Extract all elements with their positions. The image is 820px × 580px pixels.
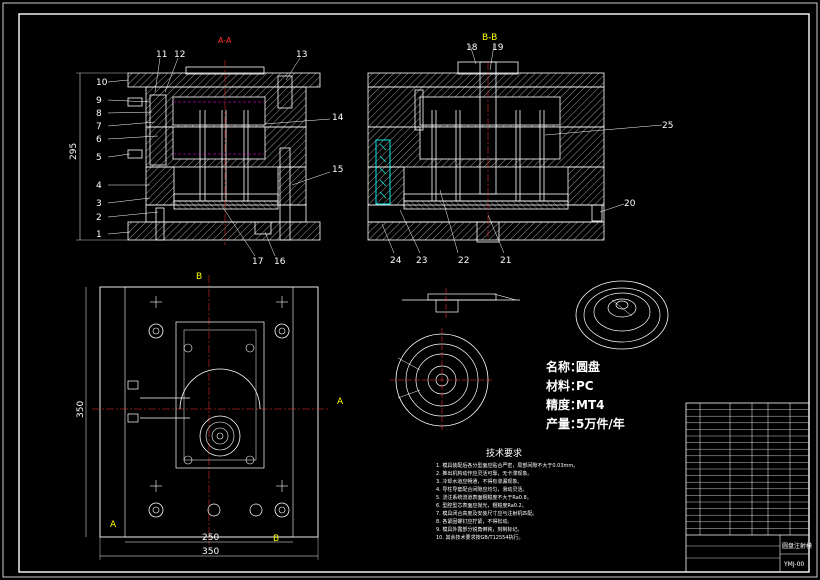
part-no-2: 2: [96, 213, 102, 223]
cut-mark-a-2: A: [110, 520, 117, 530]
part-no-18: 18: [466, 43, 478, 53]
part-no-14: 14: [332, 113, 344, 123]
spec-name-label: 名称：: [546, 359, 582, 374]
part-no-16: 16: [274, 257, 286, 267]
spec-precision-value: MT4: [576, 398, 604, 412]
part-no-11: 11: [156, 50, 167, 60]
section-label-a: A-A: [218, 36, 232, 45]
tech-req-line-8: 8. 各紧固螺钉应拧紧，不得松动。: [436, 518, 512, 525]
tech-req-line-2: 2. 推出机构动作应灵活可靠，无卡滞现象。: [436, 470, 532, 477]
part-no-7: 7: [96, 122, 102, 132]
spec-name-value: 圆盘: [576, 359, 600, 374]
part-no-10: 10: [96, 78, 108, 88]
tech-req-title: 技术要求: [486, 447, 522, 459]
drawing-title: 圆盘注射模: [782, 542, 812, 550]
spec-output-value: 5万件/年: [576, 416, 625, 431]
part-no-9: 9: [96, 96, 102, 106]
tech-req-line-10: 10. 其余技术要求按GB/T12554执行。: [436, 534, 524, 541]
part-specifications: 名称： 圆盘 材料： PC 精度： MT4 产量： 5万件/年: [545, 359, 625, 431]
part-no-25: 25: [662, 121, 673, 131]
dim-plan-height: 350: [76, 401, 86, 418]
tech-req-line-1: 1. 模具装配后各分型面应贴合严密，局部间隙不大于0.03mm。: [436, 462, 578, 469]
part-no-17: 17: [252, 257, 263, 267]
part-no-12: 12: [174, 50, 185, 60]
sheet-inner-border: [18, 13, 810, 573]
part-no-6: 6: [96, 135, 102, 145]
part-no-23: 23: [416, 256, 427, 266]
part-no-21: 21: [500, 256, 511, 266]
drawing-code: YMJ-00: [783, 561, 804, 568]
tech-req-line-5: 5. 浇注系统流道表面粗糙度不大于Ra0.8。: [436, 494, 532, 501]
part-top-view: [390, 328, 494, 432]
tech-req-line-9: 9. 模具外露部分锐角倒钝，刻制标记。: [436, 526, 522, 533]
dim-plan-width-inner: 250: [202, 533, 219, 543]
part-no-20: 20: [624, 199, 636, 209]
title-block: 圆盘注射模 YMJ-00: [685, 402, 812, 573]
spec-output-label: 产量：: [546, 416, 582, 431]
section-label-b: B-B: [482, 33, 497, 43]
plan-view: 250 350 350 A A B B: [76, 272, 344, 560]
part-no-19: 19: [492, 43, 504, 53]
tech-req-line-3: 3. 冷却水道应畅通，不得有渗漏现象。: [436, 478, 522, 485]
dim-plan-width-outer: 350: [202, 547, 219, 557]
part-no-1: 1: [96, 230, 102, 240]
spec-precision-label: 精度：: [546, 397, 582, 412]
part-no-5: 5: [96, 153, 102, 163]
left-section-view: A-A: [69, 36, 331, 257]
part-no-3: 3: [96, 199, 102, 209]
spec-material-value: PC: [576, 379, 594, 393]
right-view-part-numbers: 18 19 25 20 24 23 22 21: [390, 43, 673, 266]
tech-req-line-6: 6. 型腔型芯表面应抛光，粗糙度Ra0.2。: [436, 502, 527, 509]
cut-mark-b-2: B: [273, 534, 279, 544]
part-no-4: 4: [96, 181, 102, 191]
part-no-8: 8: [96, 109, 102, 119]
part-isometric-view: [575, 280, 669, 350]
technical-requirements: 技术要求 1. 模具装配后各分型面应贴合严密，局部间隙不大于0.03mm。 2.…: [436, 447, 578, 541]
tech-req-line-7: 7. 模具闭合高度及安装尺寸应与注射机匹配。: [436, 510, 537, 517]
tech-req-line-4: 4. 导柱导套配合间隙应均匀，滑动灵活。: [436, 486, 527, 493]
left-view-part-numbers: 10 9 8 7 6 5 4 3 2 1 11 12 13 14 15 17 1…: [96, 50, 344, 267]
right-section-view: B-B: [367, 33, 663, 254]
part-no-24: 24: [390, 256, 402, 266]
cut-mark-a-1: A: [337, 397, 344, 407]
part-no-13: 13: [296, 50, 307, 60]
spec-material-label: 材料：: [545, 378, 582, 393]
dim-height-left: 295: [69, 143, 79, 160]
part-no-15: 15: [332, 165, 343, 175]
cut-mark-b-1: B: [196, 272, 202, 282]
part-side-view: [402, 288, 520, 318]
part-no-22: 22: [458, 256, 469, 266]
